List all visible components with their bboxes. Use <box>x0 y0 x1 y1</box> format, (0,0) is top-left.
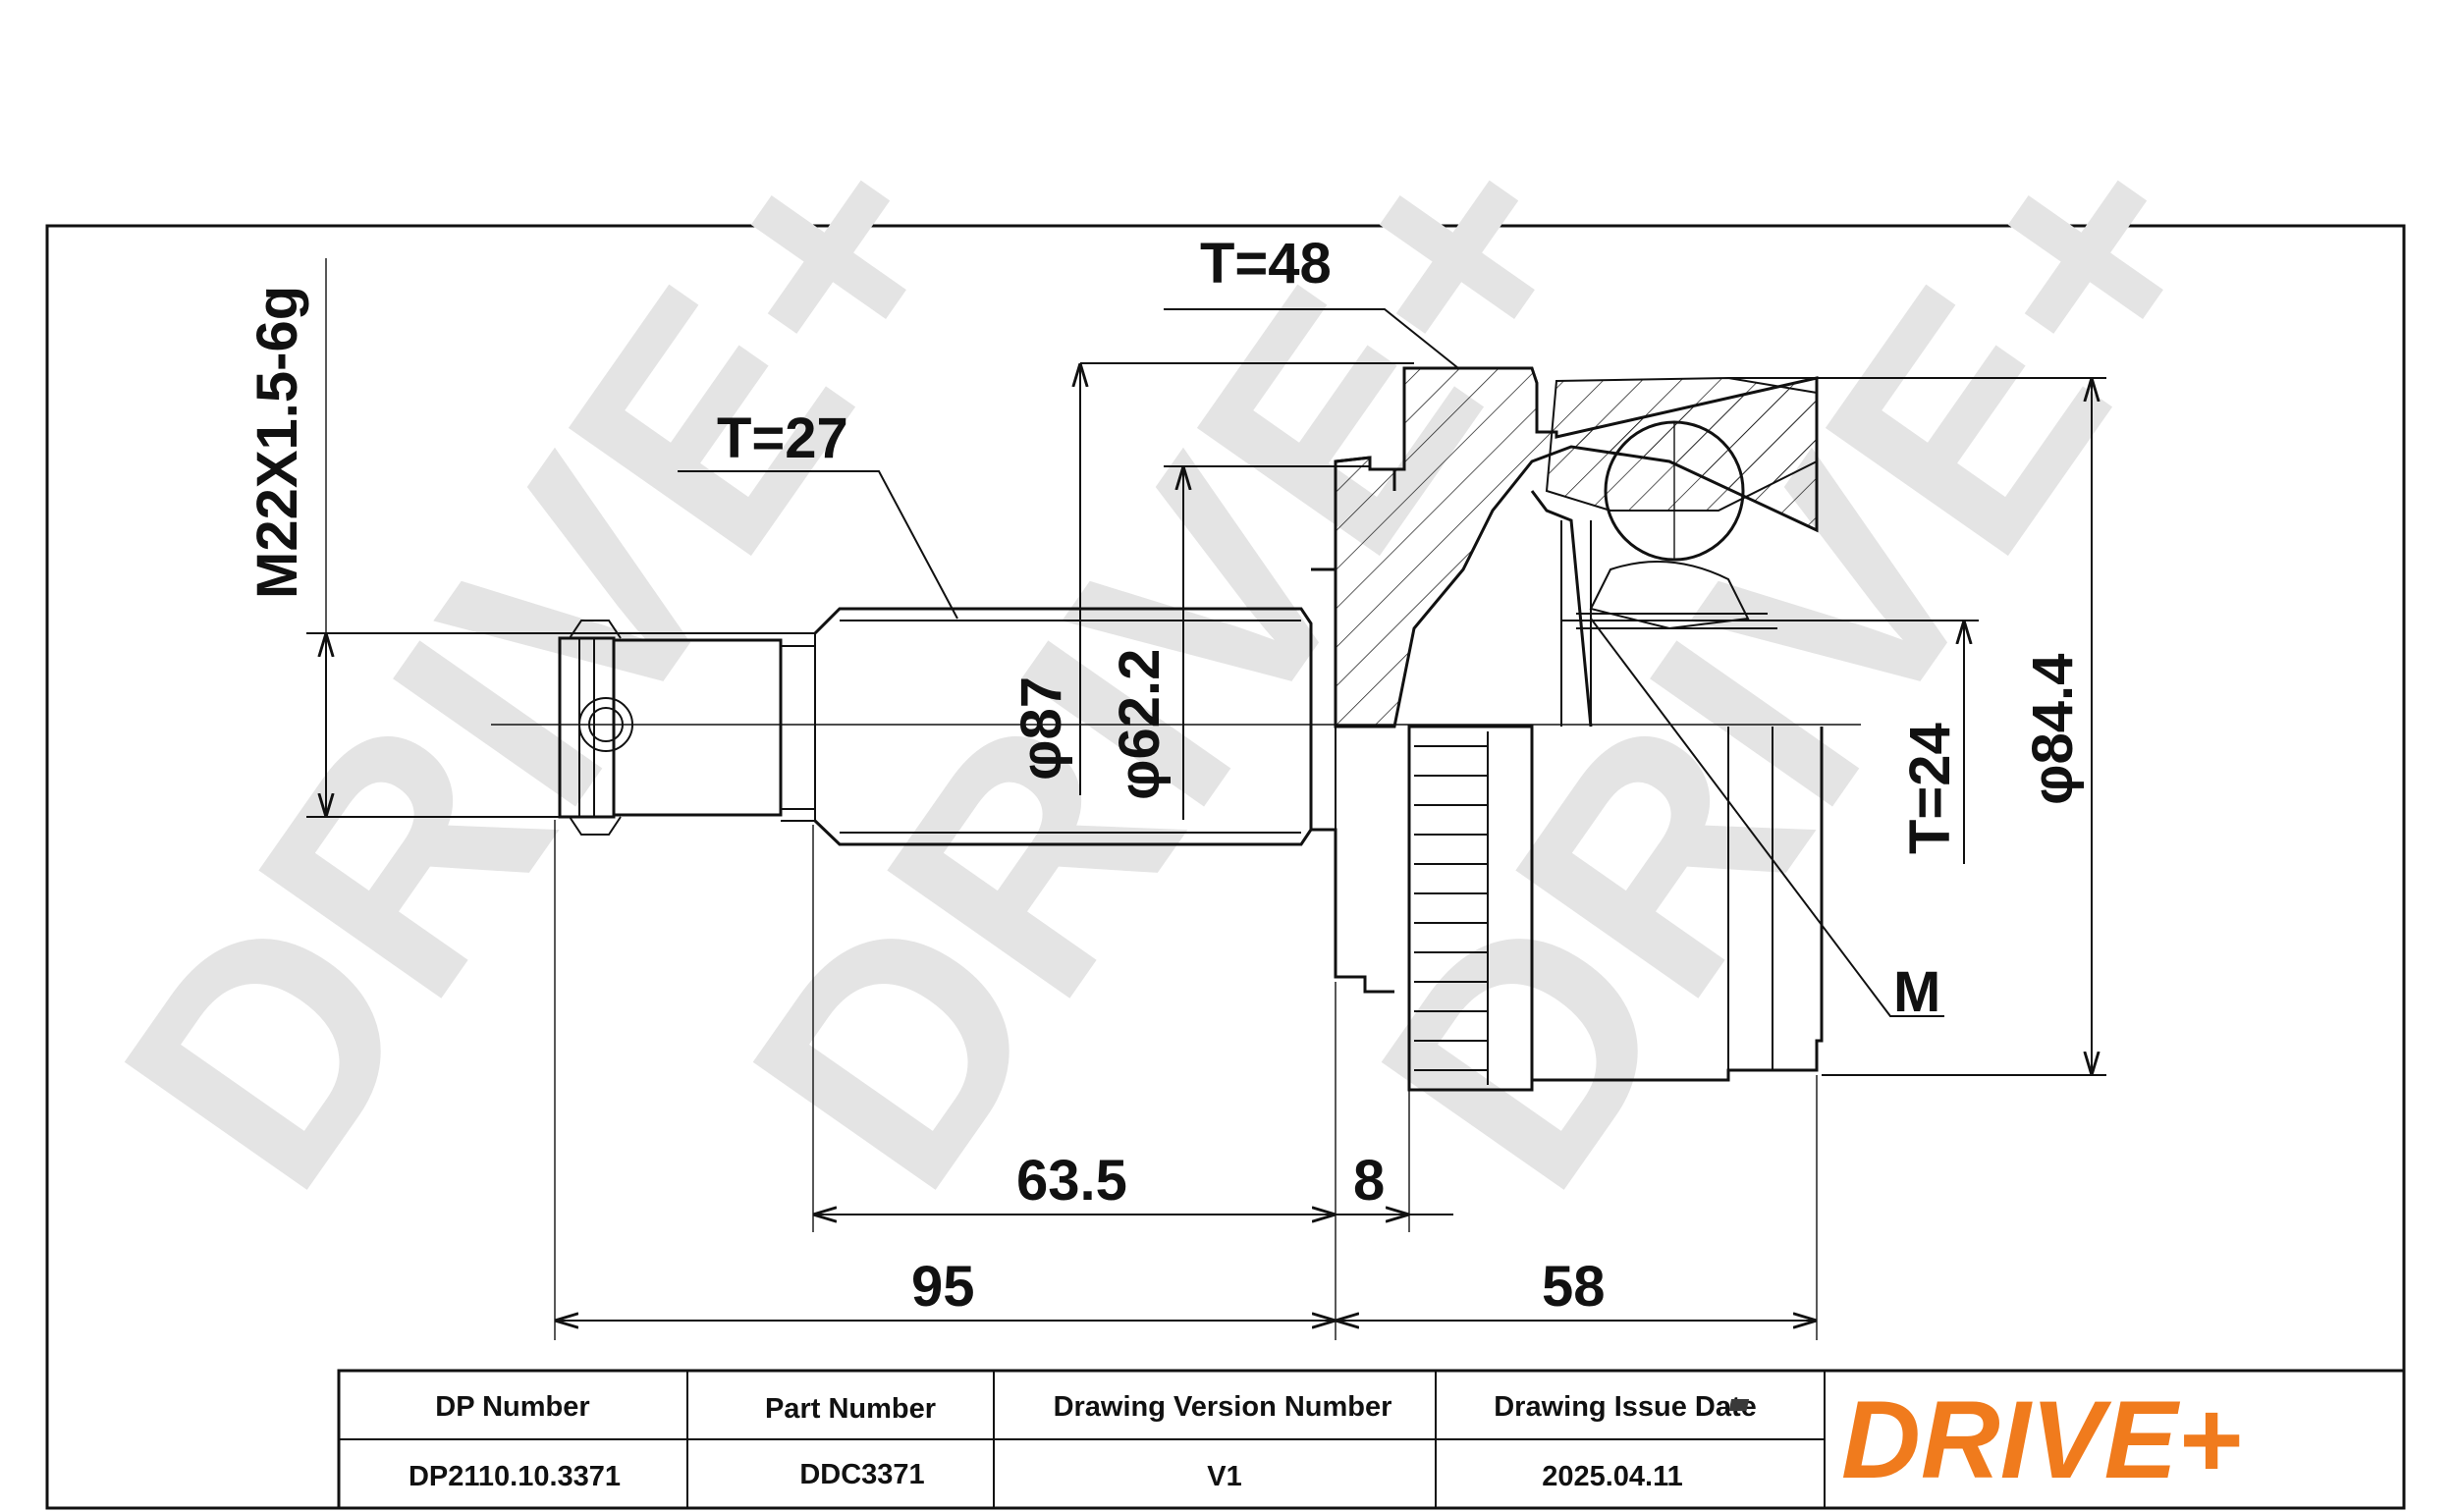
value-dp-number: DP2110.10.3371 <box>409 1461 621 1492</box>
m-label: M <box>1893 960 1940 1024</box>
value-version: V1 <box>1207 1461 1241 1492</box>
header-part-number: Part Number <box>765 1393 936 1425</box>
logo-text-left: DR <box>1841 1378 2000 1501</box>
value-part-number: DDC3371 <box>799 1459 924 1490</box>
dim-8-label: 8 <box>1353 1149 1385 1213</box>
dim-63-5-label: 63.5 <box>1016 1149 1127 1213</box>
header-version: Drawing Version Number <box>1054 1391 1392 1423</box>
thread-dimension-label: M22X1.5-6g <box>246 286 309 599</box>
title-block: DP Number Part Number Drawing Version Nu… <box>337 1369 2406 1510</box>
abs-teeth <box>1414 731 1489 1085</box>
cv-joint-drawing <box>491 366 1861 1092</box>
svg-text:DRIVE+: DRIVE+ <box>1841 1378 2242 1501</box>
t27-label: T=27 <box>717 406 848 470</box>
dimension-annotations: M22X1.5-6g T=27 T=48 φ87 φ62.2 T=24 φ84.… <box>246 232 2106 1340</box>
header-issue-date: Drawing Issue Date <box>1494 1391 1757 1423</box>
t48-label: T=48 <box>1200 232 1332 296</box>
dim-95-label: 95 <box>911 1255 975 1319</box>
phi87-label: φ87 <box>1009 676 1073 781</box>
phi84-label: φ84.4 <box>2021 654 2085 805</box>
value-issue-date: 2025.04.11 <box>1542 1461 1683 1492</box>
phi62-label: φ62.2 <box>1108 649 1172 800</box>
drive-plus-logo: DRIVE+ <box>1728 1378 2242 1501</box>
logo-text-i: I <box>2000 1378 2034 1501</box>
logo-text-right: VE+ <box>2031 1378 2242 1501</box>
dim-58-label: 58 <box>1542 1255 1606 1319</box>
header-dp-number: DP Number <box>435 1391 589 1423</box>
t24-label: T=24 <box>1898 723 1962 854</box>
